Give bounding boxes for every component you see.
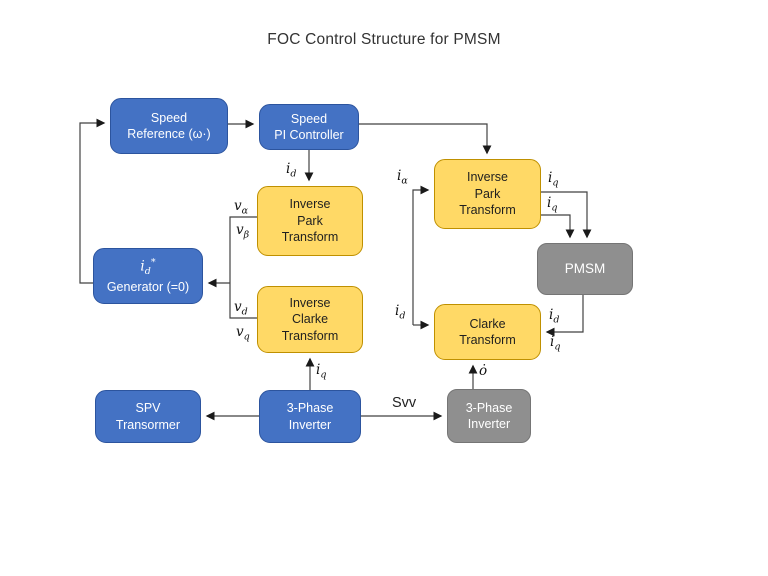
clarke-transform-box: Clarke Transform [434,304,541,360]
spv-transformer-box: SPV Transormer [95,390,201,443]
speed-reference-box: Speed Reference (ω·) [110,98,228,154]
pmsm-box: PMSM [537,243,633,295]
signal-label-iq-out2: iq [547,195,558,214]
inverse-park-transform-right-box: Inverse Park Transform [434,159,541,229]
signal-label-iq-out1: iq [548,170,559,189]
signal-label-iq-from-inverter: iq [316,362,327,381]
three-phase-inverter-gray-box: 3-Phase Inverter [447,389,531,443]
signal-label-v-beta: vβ [236,222,250,241]
signal-label-iq-from-pmsm: iq [550,334,561,353]
id-generator-box: id* Generator (=0) [93,248,203,304]
diagram-title: FOC Control Structure for PMSM [267,31,501,48]
inverse-clarke-transform-box: Inverse Clarke Transform [257,286,363,353]
signal-label-id-from-pmsm: id [549,307,560,326]
signal-label-v-d: vd [234,299,248,318]
id-star-label: id* [140,256,156,278]
signal-label-v-alpha: vα [234,198,249,217]
signal-label-id-to-clarke: id [395,303,406,322]
speed-pi-controller-box: Speed PI Controller [259,104,359,150]
three-phase-inverter-blue-box: 3-Phase Inverter [259,390,361,443]
inverse-park-transform-left-box: Inverse Park Transform [257,186,363,256]
signal-label-svv: Svv [392,395,417,411]
signal-label-id-to-park: id [286,161,297,180]
signal-label-i-alpha: iα [397,168,408,187]
signal-label-theta-dot: ȯ [479,363,488,379]
signal-label-v-q: vq [236,324,250,343]
